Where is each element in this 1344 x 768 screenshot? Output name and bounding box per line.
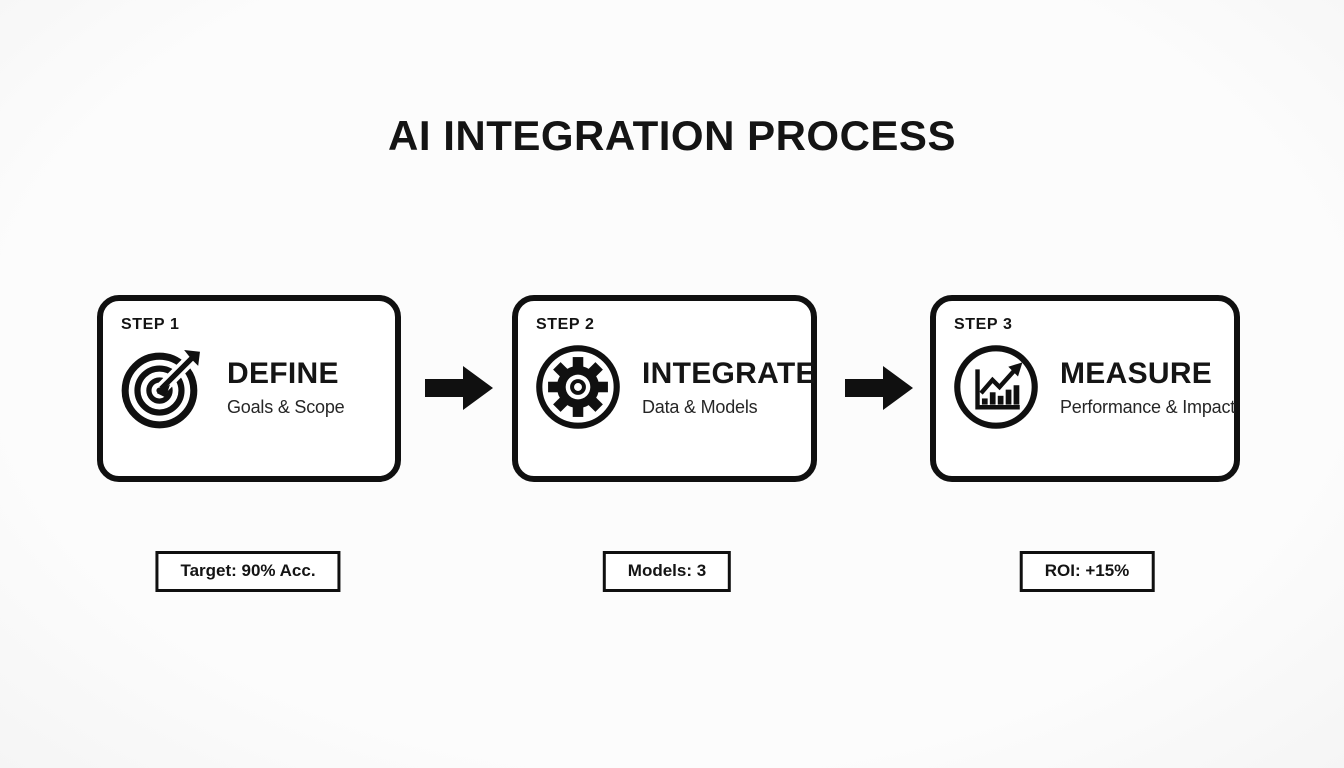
step-card-define: STEP 1 DEFINE Goals & Sc <box>97 295 401 482</box>
step-subtitle: Data & Models <box>642 396 758 417</box>
gear-icon <box>534 341 622 433</box>
metric-badge-models: Models: 3 <box>602 551 732 592</box>
step-name: DEFINE <box>227 356 339 390</box>
step-card-measure: STEP 3 MEASURE <box>930 295 1240 482</box>
step-label: STEP 3 <box>954 316 1013 333</box>
step-name: MEASURE <box>1060 356 1213 390</box>
metric-badge-roi: ROI: +15% <box>1019 551 1155 592</box>
step-text: MEASURE Performance & Impact <box>1060 356 1236 418</box>
metric-badge-target: Target: 90% Acc. <box>155 551 341 592</box>
right-arrow-icon <box>845 365 913 411</box>
step-subtitle: Goals & Scope <box>227 396 345 417</box>
step-label: STEP 1 <box>121 316 180 333</box>
page-title: AI INTEGRATION PROCESS <box>388 112 956 159</box>
step-card-body: DEFINE Goals & Scope <box>119 341 381 433</box>
step-card-body: INTEGRATE Data & Models <box>534 341 816 433</box>
step-card-integrate: STEP 2 <box>512 295 817 482</box>
chart-icon <box>952 341 1040 433</box>
step-text: DEFINE Goals & Scope <box>227 356 345 418</box>
step-card-body: MEASURE Performance & Impact <box>952 341 1236 433</box>
step-name: INTEGRATE <box>642 356 816 390</box>
right-arrow-icon <box>425 365 493 411</box>
step-text: INTEGRATE Data & Models <box>642 356 816 418</box>
target-icon <box>119 341 207 433</box>
step-label: STEP 2 <box>536 316 595 333</box>
step-subtitle: Performance & Impact <box>1060 396 1236 417</box>
